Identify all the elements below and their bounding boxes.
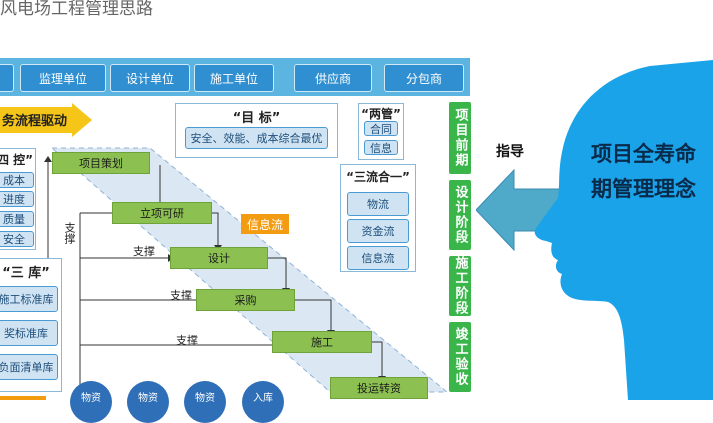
four-controls-item: 进度 [0,191,34,207]
goal-heading: “目 标” [232,111,281,126]
three-libraries-heading: “三 库” [2,266,50,281]
participant-button: 设计单位 [110,64,190,92]
stage-box: 设计 [170,247,268,269]
participant-button: 供应商 [294,64,372,92]
participant-button: 监理单位 [20,64,106,92]
two-controls-item: 信息 [364,140,398,155]
diagram-title: 风电场工程管理思路 [0,0,153,19]
stage-box: 立项可研 [112,202,212,224]
bottom-circle: 入库 [242,381,284,423]
phase-tab: 施工阶段 [449,256,471,316]
phase-tab: 设计阶段 [449,180,471,250]
head-text-line: 期管理理念 [591,177,696,201]
three-flows-item: 资金流 [347,219,409,243]
three-libraries-item: 负面清单库 [0,354,58,380]
two-controls-heading: “两管” [361,107,401,121]
head-silhouette [534,60,713,400]
bottom-circle: 物资 [127,381,169,423]
phase-tab: 项目前期 [449,102,471,174]
support-label: 支撑 [176,334,198,347]
three-libraries-item: 奖标准库 [0,320,58,346]
guide-label: 指导 [496,144,524,160]
goal-item: 安全、效能、成本综合最优 [185,127,328,149]
bottom-circle: 物资 [184,381,226,423]
four-controls-item: 质量 [0,211,34,227]
three-flows-item: 物流 [347,192,409,216]
head-text-line: 项目全寿命 [591,142,696,166]
three-flows-heading: “三流合一” [346,170,410,184]
stage-box: 施工 [272,331,372,353]
four-controls-item: 成本 [0,172,34,188]
stage-box: 采购 [196,289,295,311]
stage-box: 投运转资 [330,377,428,399]
two-controls-item: 合同 [364,121,398,136]
phase-tab: 竣工验收 [449,322,471,392]
bottom-circle: 物资 [70,381,112,423]
support-label: 支撑 [133,245,155,258]
three-flows-item: 信息流 [347,246,409,270]
support-label: 支撑 [63,222,76,244]
three-libraries-item: 施工标准库 [0,286,58,312]
participant-button: 施工单位 [194,64,274,92]
info-flow-tag: 信息流 [241,214,289,234]
four-controls-item: 安全 [0,231,34,247]
flow-driven-label: 务流程驱动 [2,114,68,129]
bottom-orange-bar [0,396,46,400]
four-controls-heading: 四 控” [0,153,34,167]
participant-button-partial [0,64,14,92]
flow-driven-arrow [0,103,92,137]
participant-button: 分包商 [384,64,464,92]
support-label: 支撑 [170,289,192,302]
stage-box: 项目策划 [52,152,150,174]
